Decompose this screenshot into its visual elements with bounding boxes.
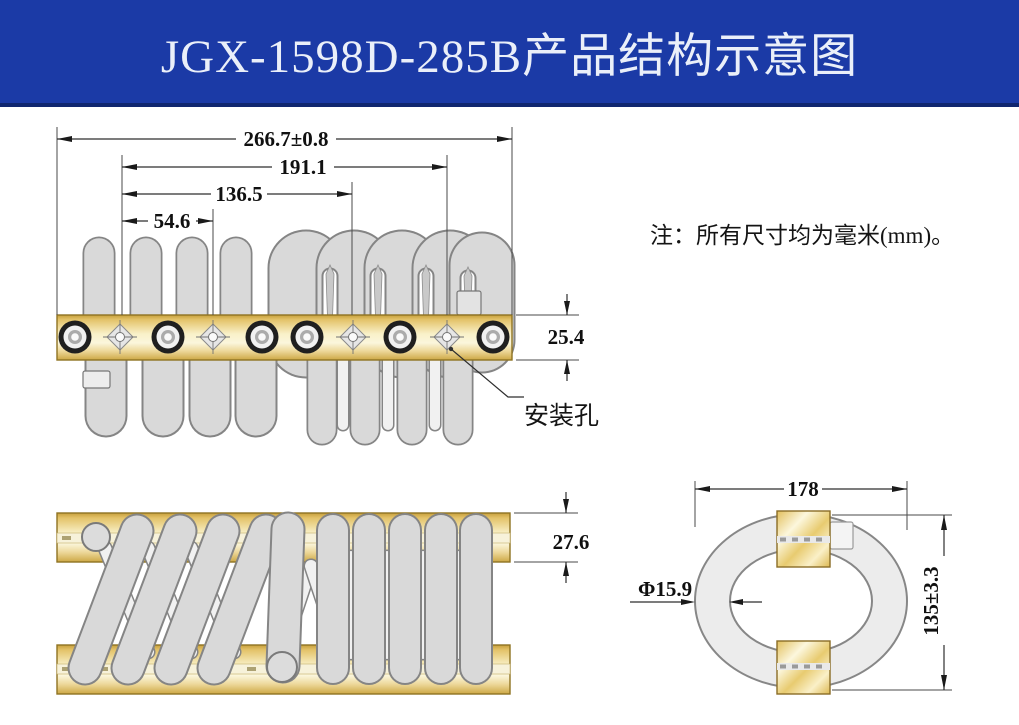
- dim-span3: 191.1: [122, 155, 447, 179]
- dim-bar-thickness: 25.4: [548, 294, 585, 381]
- dim-overall-width-label: 266.7±0.8: [243, 127, 328, 151]
- top-view-extension-lines: [56, 127, 579, 361]
- mounting-hole-callout: 安装孔: [448, 346, 599, 430]
- dim-end-height: 135±3.3: [832, 514, 952, 691]
- wire-section-bottom: [266, 651, 298, 683]
- side-view: 27.6: [56, 492, 589, 695]
- units-note: 注：所有尺寸均为毫米(mm)。: [650, 223, 954, 248]
- dim-end-width: 178: [694, 477, 908, 530]
- wire-end-tab: [829, 521, 854, 550]
- dim-wire-diameter-label: Φ15.9: [638, 577, 692, 601]
- dim-span1-label: 54.6: [154, 209, 191, 233]
- wire-grommets: [58, 320, 510, 354]
- dim-wire-diameter: Φ15.9: [630, 577, 762, 605]
- dim-end-height-label: 135±3.3: [919, 566, 943, 635]
- top-view: 266.7±0.8 191.1 136.5: [56, 127, 599, 446]
- wire-end-ferrule-top: [456, 290, 482, 316]
- dim-span3-label: 191.1: [279, 155, 326, 179]
- dim-end-width-label: 178: [787, 477, 819, 501]
- mounting-holes: [103, 320, 464, 354]
- dim-span1: 54.6: [122, 209, 213, 233]
- title-bar: JGX-1598D-285B产品结构示意图: [0, 0, 1019, 107]
- dim-bar-thickness-label: 25.4: [548, 325, 585, 349]
- mounting-hole-label: 安装孔: [524, 402, 599, 430]
- wire-end-ferrule-bottom: [82, 370, 111, 389]
- page-title: JGX-1598D-285B产品结构示意图: [160, 31, 859, 83]
- dim-overall-width: 266.7±0.8: [57, 127, 512, 151]
- end-view: 178 135±3.3 Φ15.9: [630, 477, 952, 695]
- side-front-coils: [67, 511, 493, 686]
- dim-span2: 136.5: [122, 182, 352, 206]
- wire-section-top: [81, 522, 111, 552]
- dim-span2-label: 136.5: [215, 182, 262, 206]
- dim-side-thickness-label: 27.6: [553, 530, 590, 554]
- clamp-top: [776, 510, 831, 568]
- clamp-bottom: [776, 640, 831, 695]
- dim-side-thickness: 27.6: [514, 492, 589, 583]
